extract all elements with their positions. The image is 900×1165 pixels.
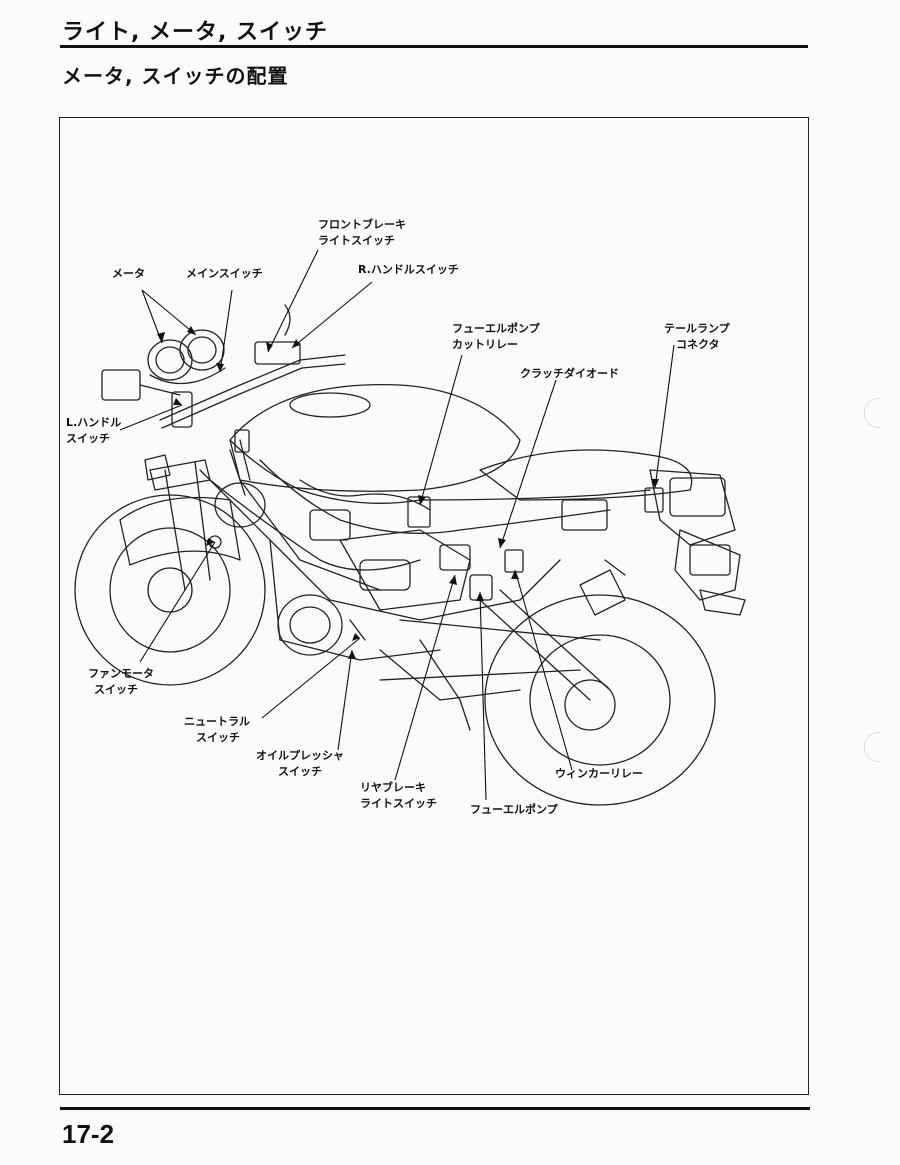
label-clutch-diode: クラッチダイオード xyxy=(520,367,619,380)
label-line: テールランプ xyxy=(664,322,730,335)
label-line: リヤブレーキ xyxy=(360,781,426,794)
label-neutral-switch: ニュートラル スイッチ xyxy=(184,714,250,746)
label-winker-relay: ウィンカーリレー xyxy=(555,767,643,780)
label-line: L.ハンドル xyxy=(66,416,122,429)
illustration-frame xyxy=(59,117,809,1095)
label-line: オイルプレッシャ xyxy=(256,749,344,762)
label-line: スイッチ xyxy=(196,731,240,744)
label-rear-brake-light-switch: リヤブレーキ ライトスイッチ xyxy=(360,780,437,812)
label-l-handle-switch: L.ハンドル スイッチ xyxy=(66,415,121,447)
label-oil-pressure-switch: オイルプレッシャ スイッチ xyxy=(256,748,344,780)
header-rule xyxy=(60,45,808,48)
label-line: カットリレー xyxy=(452,338,518,351)
label-line: ライトスイッチ xyxy=(318,234,395,247)
label-front-brake-light-switch: フロントブレーキ ライトスイッチ xyxy=(318,217,406,249)
label-line: フロントブレーキ xyxy=(318,218,406,231)
label-r-handle-switch: R.ハンドルスイッチ xyxy=(358,263,459,276)
label-main-switch: メインスイッチ xyxy=(186,267,263,280)
label-fuel-pump: フューエルポンプ xyxy=(470,803,558,816)
page-title: メータ, スイッチの配置 xyxy=(62,64,289,88)
section-title: ライト, メータ, スイッチ xyxy=(62,20,329,45)
page-number: 17-2 xyxy=(62,1119,115,1149)
label-line: ファンモータ xyxy=(88,667,154,680)
label-fan-motor-switch: ファンモータ スイッチ xyxy=(88,666,154,698)
label-line: ニュートラル xyxy=(184,715,250,728)
label-line: スイッチ xyxy=(278,765,322,778)
label-meter: メータ xyxy=(112,267,145,280)
label-fuel-pump-cut-relay: フューエルポンプ カットリレー xyxy=(452,321,540,353)
label-tail-lamp-connector: テールランプ コネクタ xyxy=(664,321,730,353)
label-line: スイッチ xyxy=(94,683,138,696)
footer-rule xyxy=(60,1107,810,1110)
label-line: ライトスイッチ xyxy=(360,797,437,810)
label-line: フューエルポンプ xyxy=(452,322,540,335)
label-line: コネクタ xyxy=(676,338,720,351)
label-line: スイッチ xyxy=(66,432,110,445)
